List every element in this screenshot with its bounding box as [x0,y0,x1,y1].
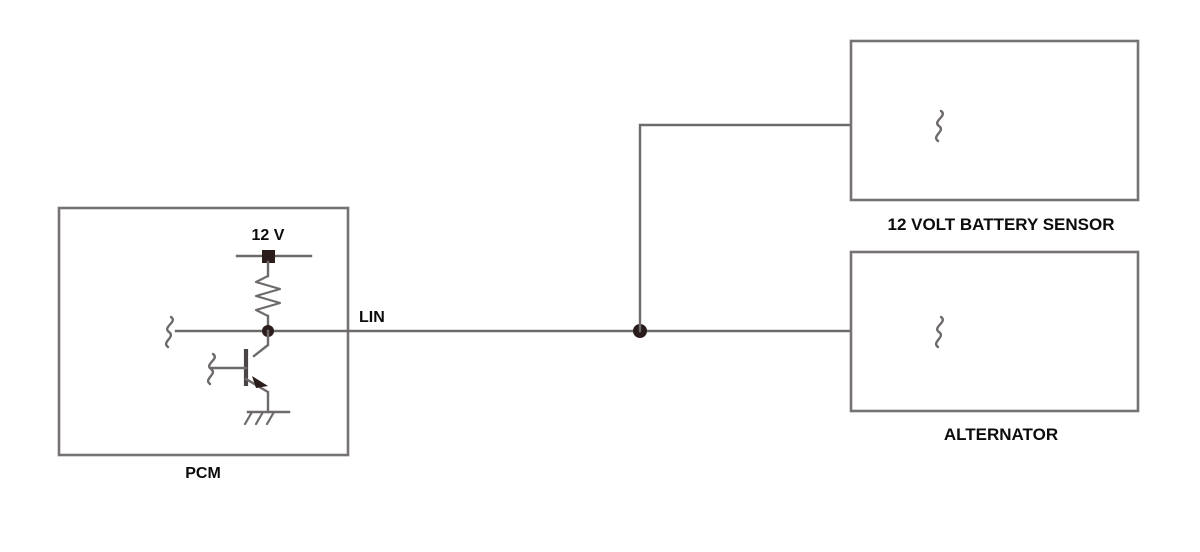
lin-branch-wire [638,123,945,333]
pcm-lin-pin-break-icon [164,315,174,349]
battery-sensor-label: 12 VOLT BATTERY SENSOR [887,215,1114,234]
alternator-pin-break-icon [934,315,944,349]
supply-terminal-square [262,250,275,263]
transistor-emitter-wire [244,377,270,414]
transistor-base-break-icon [206,352,216,386]
ground-hatch-2 [254,410,265,426]
ground-hatch-3 [265,410,276,426]
alternator-label: ALTERNATOR [944,425,1058,444]
supply-voltage-label: 12 V [252,227,285,244]
transistor-emitter-arrow-icon [252,376,268,388]
battery-sensor-pin-break-icon [934,109,944,143]
lin-bus-label: LIN [359,309,385,326]
ground-hatch-1 [243,410,254,426]
transistor-collector-wire [252,329,270,358]
pcm-label: PCM [185,465,221,482]
pullup-resistor-symbol [254,274,282,318]
alternator-box [849,250,1140,413]
battery-sensor-box [849,39,1140,202]
